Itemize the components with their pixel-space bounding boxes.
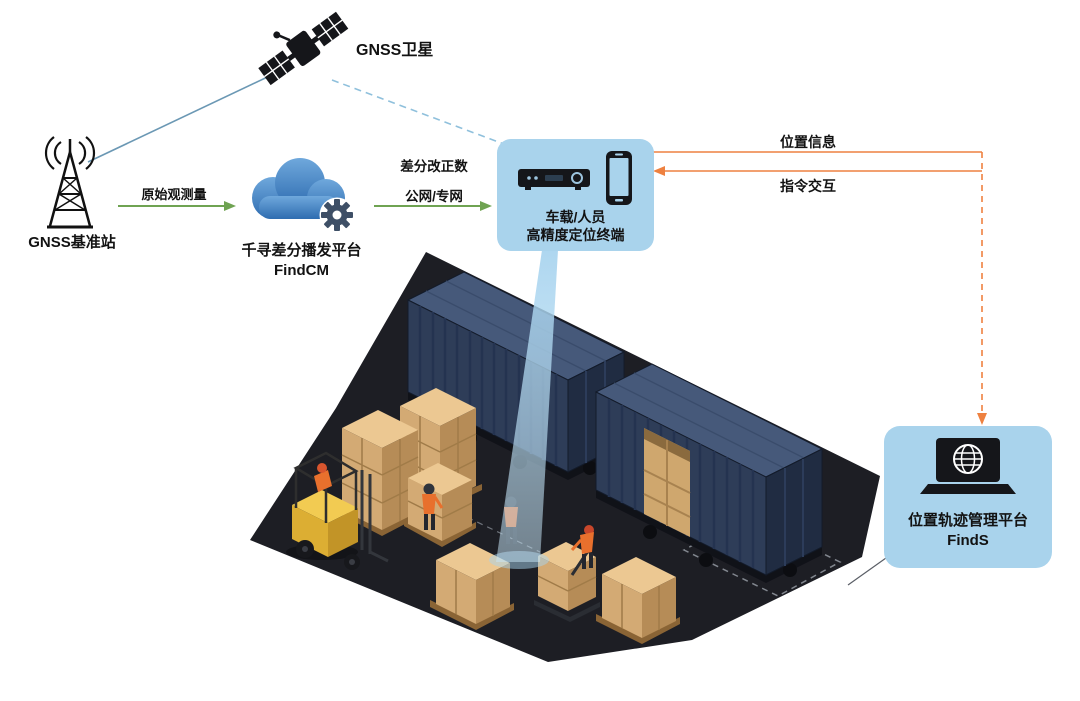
command-interaction-label: 指令交互 xyxy=(780,178,836,194)
correction-line2: 公网/专网 xyxy=(405,189,463,204)
smartphone-icon xyxy=(605,151,632,205)
finds-label-product: FindS xyxy=(947,531,989,549)
satellite-to-station-line xyxy=(87,71,279,163)
terminal-label-line2: 高精度定位终端 xyxy=(526,227,625,244)
gnss-satellite-icon xyxy=(253,2,353,99)
correction-label: 差分改正数 公网/专网 xyxy=(379,155,489,205)
raw-observation-label: 原始观测量 xyxy=(141,187,207,202)
laptop-globe-icon xyxy=(920,438,1016,494)
cloud-platform-name: 千寻差分播发平台 xyxy=(241,242,362,259)
terminal-callout: 车载/人员 高精度定位终端 xyxy=(497,139,654,251)
terminal-label-line1: 车载/人员 xyxy=(545,209,606,225)
antenna-tower-icon xyxy=(20,136,120,236)
cloud-gear-icon xyxy=(233,146,373,251)
satellite-to-terminal-dashed-line xyxy=(331,79,521,151)
satellite-label: GNSS卫星 xyxy=(356,42,434,59)
terminal-devices xyxy=(497,148,654,208)
forklift xyxy=(286,451,389,570)
cloud-platform-product: FindCM xyxy=(274,261,329,279)
finds-label-name: 位置轨迹管理平台 xyxy=(907,512,1028,529)
base-station-label: GNSS基准站 xyxy=(28,234,116,251)
connector-lines xyxy=(87,71,987,586)
positioning-beam xyxy=(489,250,558,569)
finds-callout-tail xyxy=(847,557,887,586)
finds-callout: 位置轨迹管理平台 FindS xyxy=(884,426,1052,568)
position-info-label: 位置信息 xyxy=(780,134,836,150)
pallet-stacks xyxy=(336,388,680,644)
positioning-terminal-icon xyxy=(517,169,590,190)
correction-line1: 差分改正数 xyxy=(400,159,468,174)
cloud-platform-label: 千寻差分播发平台 FindCM xyxy=(224,241,379,281)
shipping-container-right xyxy=(594,363,824,583)
